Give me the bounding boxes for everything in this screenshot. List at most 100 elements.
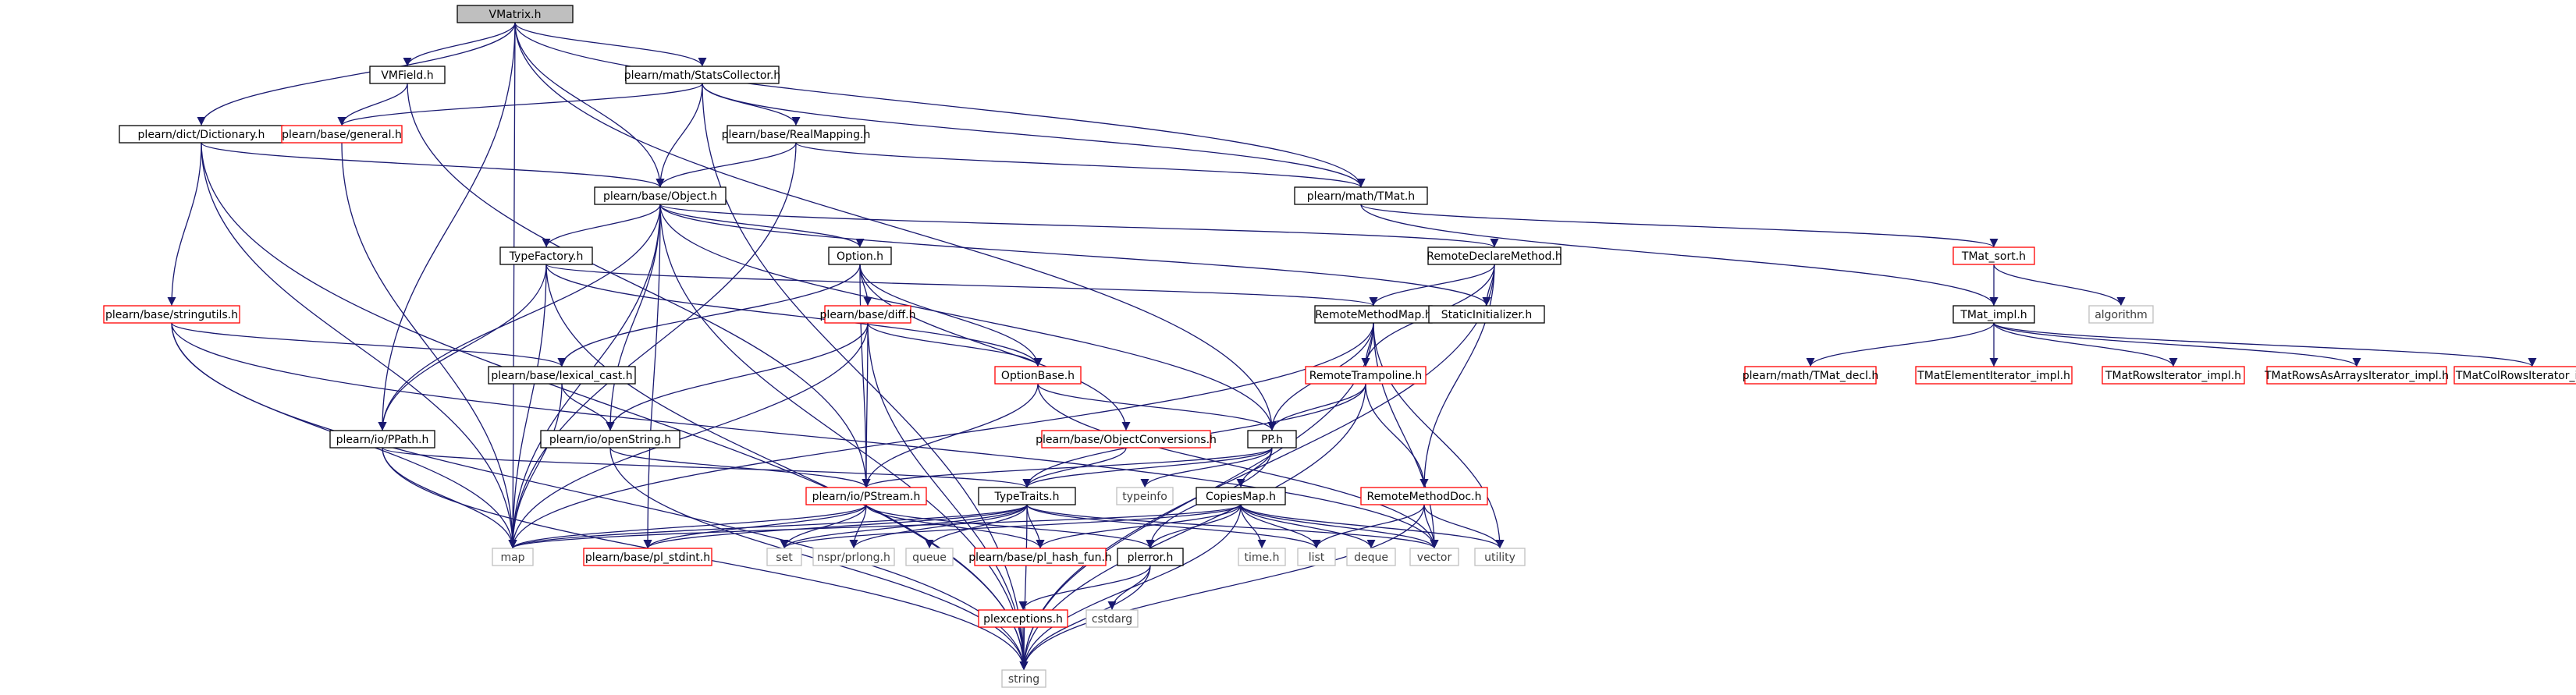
node-option[interactable]: Option.h (828, 246, 892, 265)
node-box (1952, 305, 2035, 324)
node-algorithm: algorithm (2088, 305, 2154, 324)
node-box (1117, 548, 1184, 566)
node-box (994, 366, 1082, 385)
node-plexceptions[interactable]: plexceptions.h (978, 609, 1068, 628)
node-remotedeclare[interactable]: RemoteDeclareMethod.h (1427, 246, 1562, 265)
node-label: TMatRowsAsArraysIterator_impl.h (2264, 370, 2449, 382)
edge-typefactory-to-remotemethodmap (545, 264, 1378, 307)
edge-remotedeclare-to-remotemethoddoc (1419, 264, 1495, 488)
node-tmatrowsarr[interactable]: TMatRowsAsArraysIterator_impl.h (2264, 366, 2449, 385)
node-box (978, 487, 1076, 505)
node-box (1001, 669, 1046, 688)
node-ppath[interactable]: plearn/io/PPath.h (329, 430, 435, 449)
node-label: time.h (1245, 551, 1280, 564)
edge-remotedeclare-to-string (1019, 264, 1495, 671)
node-label: plearn/math/TMat.h (1307, 190, 1415, 203)
node-stringutils[interactable]: plearn/base/stringutils.h (103, 305, 240, 324)
edge-object-to-remotedeclare (659, 204, 1499, 248)
node-label: plearn/base/pl_stdint.h (585, 551, 710, 564)
edge-object-to-openstring (606, 204, 661, 431)
node-typetraits[interactable]: TypeTraits.h (978, 487, 1076, 505)
node-box (2266, 366, 2447, 385)
node-box (1297, 548, 1336, 566)
edge-vmatrix-to-vmfield (403, 22, 516, 67)
node-label: cstdarg (1092, 613, 1132, 626)
node-copiesmap[interactable]: CopiesMap.h (1196, 487, 1286, 505)
node-lexicalcast[interactable]: plearn/base/lexical_cast.h (488, 366, 636, 385)
node-string: string (1001, 669, 1046, 688)
node-diff[interactable]: plearn/base/diff.h (820, 305, 916, 324)
edge-option-to-objconv (859, 264, 1131, 431)
edge-vmatrix-to-pp (514, 22, 1277, 431)
node-queue: queue (905, 548, 954, 566)
edge-plexceptions-to-string (1019, 626, 1029, 671)
node-tmatsort[interactable]: TMat_sort.h (1952, 246, 2035, 265)
edge-lexicalcast-to-openstring (561, 383, 615, 431)
node-tmatcol[interactable]: TMatColRowsIterator_impl.h (2453, 366, 2576, 385)
node-tmat[interactable]: plearn/math/TMat.h (1294, 186, 1428, 205)
node-plstdint[interactable]: plearn/base/pl_stdint.h (583, 548, 712, 566)
node-staticinit[interactable]: StaticInitializer.h (1428, 305, 1545, 324)
edge-dictionary-to-map (201, 142, 517, 549)
node-tmatelem[interactable]: TMatElementIterator_impl.h (1915, 366, 2073, 385)
node-label: PP.h (1261, 434, 1283, 446)
node-pstream[interactable]: plearn/io/PStream.h (805, 487, 927, 505)
node-vmfield[interactable]: VMField.h (369, 66, 446, 84)
node-remotetramp[interactable]: RemoteTrampoline.h (1305, 366, 1427, 385)
node-label: plearn/math/TMat_decl.h (1743, 370, 1878, 382)
node-typefactory[interactable]: TypeFactory.h (499, 246, 593, 265)
node-tmatrows[interactable]: TMatRowsIterator_impl.h (2102, 366, 2245, 385)
node-label: plerror.h (1128, 551, 1174, 564)
edge-remotemethoddoc-to-vector (1423, 504, 1439, 549)
edge-object-to-pp (659, 204, 1277, 431)
node-nsprlong: nspr/prlong.h (812, 548, 895, 566)
edge-diff-to-pstream (862, 322, 871, 488)
node-plerror[interactable]: plerror.h (1117, 548, 1184, 566)
node-realmapping[interactable]: plearn/base/RealMapping.h (722, 125, 871, 144)
edge-remotemethodmap-to-vector (1373, 322, 1439, 549)
node-label: typeinfo (1122, 491, 1167, 503)
edge-object-to-ppath (378, 204, 661, 431)
node-object[interactable]: plearn/base/Object.h (594, 186, 727, 205)
node-remotemethoddoc[interactable]: RemoteMethodDoc.h (1360, 487, 1488, 505)
node-remotemethodmap[interactable]: RemoteMethodMap.h (1314, 305, 1433, 324)
node-label: plearn/base/stringutils.h (105, 309, 238, 321)
node-dictionary[interactable]: plearn/dict/Dictionary.h (119, 125, 284, 144)
edge-tmat-to-tmatsort (1360, 204, 1999, 248)
edge-pp-to-typetraits (1022, 447, 1273, 488)
edge-realmapping-to-map (508, 142, 797, 549)
node-box (281, 125, 403, 144)
edge-typetraits-to-set (780, 504, 1028, 549)
edge-optionbase-to-vector (1037, 383, 1439, 549)
node-objconv[interactable]: plearn/base/ObjectConversions.h (1036, 430, 1217, 449)
node-label: map (500, 551, 524, 564)
node-label: VMatrix.h (489, 9, 542, 21)
node-label: plearn/dict/Dictionary.h (138, 129, 265, 141)
edge-vmatrix-to-dictionary (197, 22, 516, 126)
node-optionbase[interactable]: OptionBase.h (994, 366, 1082, 385)
node-tmatdecl[interactable]: plearn/math/TMat_decl.h (1743, 366, 1878, 385)
node-box (1116, 487, 1174, 505)
node-label: TMat_sort.h (1961, 250, 2026, 263)
edge-ppath-to-typetraits (382, 447, 1032, 488)
node-label: TMat_impl.h (1960, 309, 2027, 321)
node-label: TypeFactory.h (509, 250, 584, 263)
node-box (824, 305, 911, 324)
edge-tmatimpl-to-tmatdecl (1806, 322, 1995, 367)
node-plhash[interactable]: plearn/base/pl_hash_fun.h (968, 548, 1112, 566)
edge-typetraits-to-string (1019, 504, 1029, 671)
edge-vmfield-to-general (337, 83, 408, 126)
node-vmatrix[interactable]: VMatrix.h (457, 5, 574, 23)
node-box (1238, 548, 1286, 566)
node-openstring[interactable]: plearn/io/openString.h (540, 430, 680, 449)
node-label: set (776, 551, 793, 564)
node-timeh: time.h (1238, 548, 1286, 566)
node-general[interactable]: plearn/base/general.h (281, 125, 403, 144)
node-statscollector[interactable]: plearn/math/StatsCollector.h (624, 66, 780, 84)
node-box (1196, 487, 1286, 505)
node-box (625, 66, 780, 84)
edge-typetraits-to-queue (925, 504, 1028, 549)
node-pp[interactable]: PP.h (1247, 430, 1297, 449)
edge-typefactory-to-string (545, 264, 1029, 671)
node-tmatimpl[interactable]: TMat_impl.h (1952, 305, 2035, 324)
